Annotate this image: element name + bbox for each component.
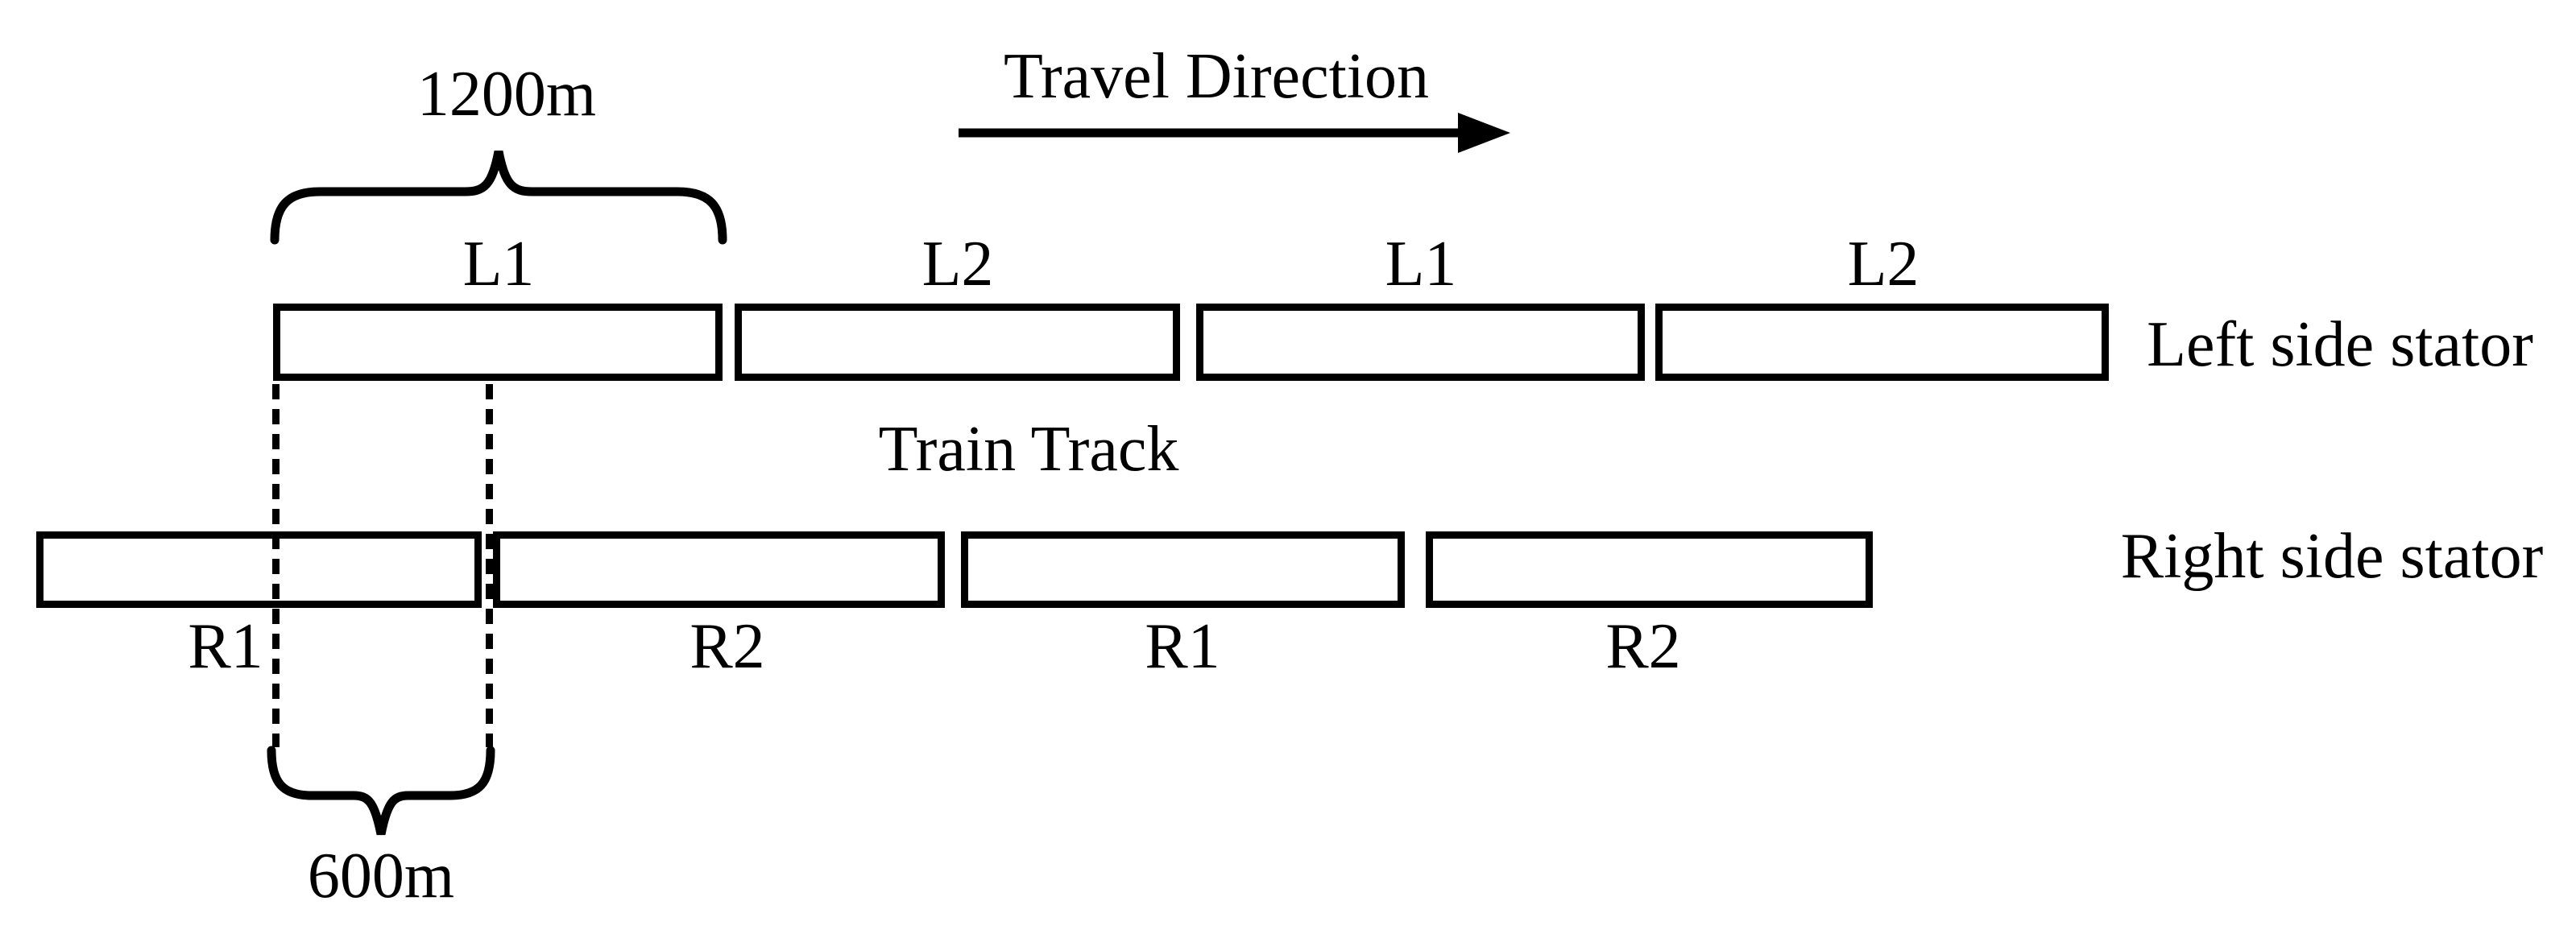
left-stator-segment-4 (1655, 304, 2109, 381)
left-segment-label-4: L2 (1847, 229, 1920, 300)
right-stator-segment-2 (493, 531, 945, 608)
right-stator-segment-1 (36, 531, 482, 608)
brace-600m-icon (267, 746, 495, 836)
right-segment-label-4: R2 (1605, 611, 1681, 682)
right-stator-segment-4 (1426, 531, 1873, 608)
travel-direction-arrow-icon (959, 113, 1510, 153)
travel-direction-label: Travel Direction (1003, 41, 1430, 112)
left-stator-caption: Left side stator (2147, 309, 2533, 380)
offset-dashed-line-right (486, 384, 493, 747)
right-segment-label-2: R2 (690, 611, 765, 682)
left-segment-label-1: L1 (462, 229, 535, 300)
left-stator-segment-3 (1196, 304, 1645, 381)
left-segment-label-3: L1 (1385, 229, 1457, 300)
left-segment-label-2: L2 (921, 229, 994, 300)
left-stator-segment-1 (273, 304, 723, 381)
train-track-label: Train Track (878, 414, 1179, 485)
right-segment-label-1: R1 (188, 611, 263, 682)
right-segment-label-3: R1 (1145, 611, 1220, 682)
right-stator-caption: Right side stator (2120, 521, 2544, 592)
dimension-1200m-label: 1200m (416, 59, 597, 130)
dimension-600m-label: 600m (307, 841, 455, 911)
offset-dashed-line-left (272, 384, 280, 747)
right-stator-segment-3 (961, 531, 1405, 608)
brace-1200m-icon (270, 150, 727, 245)
left-stator-segment-2 (735, 304, 1180, 381)
